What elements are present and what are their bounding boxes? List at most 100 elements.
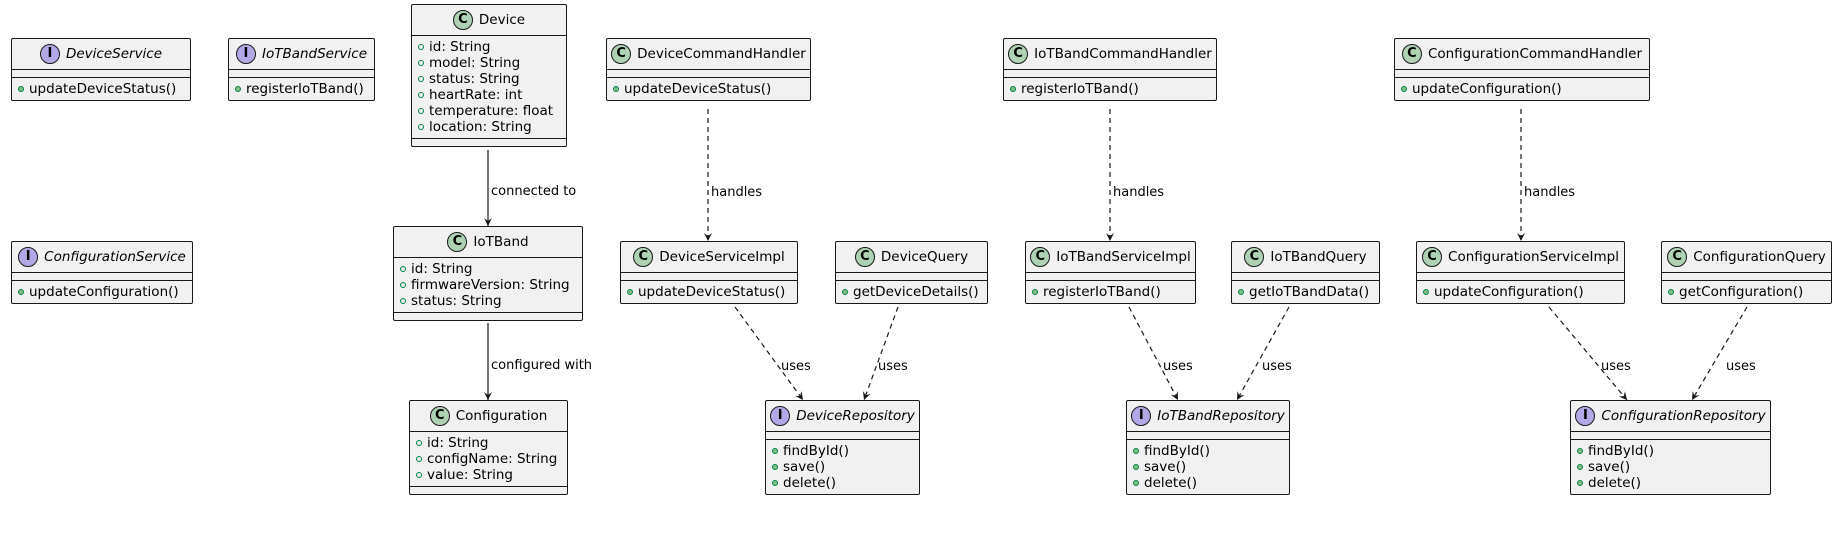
public-visibility-icon [418, 76, 424, 82]
methods-section: findById()save()delete() [1571, 439, 1770, 494]
field-row: location: String [418, 119, 560, 135]
public-visibility-icon [1238, 289, 1244, 295]
relation-label: uses [1163, 359, 1193, 374]
methods-section [394, 312, 582, 320]
field-row: temperature: float [418, 103, 560, 119]
class-name: IoTBandCommandHandler [1034, 46, 1212, 62]
interface-icon: I [235, 44, 256, 64]
field-text: configName: String [427, 451, 558, 467]
method-text: registerIoTBand() [246, 81, 364, 97]
method-text: findById() [1144, 443, 1210, 459]
field-text: status: String [429, 71, 520, 87]
public-visibility-icon [772, 464, 778, 470]
method-row: findById() [1577, 443, 1764, 459]
field-row: id: String [418, 39, 560, 55]
class-icon: C [447, 232, 468, 252]
field-text: firmwareVersion: String [411, 277, 570, 293]
methods-section: registerIoTBand() [229, 77, 374, 100]
field-text: status: String [411, 293, 502, 309]
public-visibility-icon [400, 282, 406, 288]
public-visibility-icon [416, 472, 422, 478]
public-visibility-icon [1577, 464, 1583, 470]
class-name: ConfigurationQuery [1693, 249, 1826, 265]
method-text: save() [1588, 459, 1631, 475]
class-icon: C [1667, 247, 1688, 267]
method-text: delete() [1144, 475, 1198, 491]
public-visibility-icon [18, 289, 24, 295]
class-name: DeviceService [65, 46, 163, 62]
class-name: IoTBand [473, 234, 529, 250]
class-name: Device [478, 12, 526, 28]
fields-section [1232, 272, 1379, 280]
class-icon: C [429, 406, 450, 426]
method-text: getConfiguration() [1679, 284, 1804, 300]
class-icon: C [854, 247, 875, 267]
field-text: heartRate: int [429, 87, 523, 103]
field-text: id: String [429, 39, 491, 55]
class-header: C ConfigurationQuery [1662, 242, 1831, 272]
class-configuration-query[interactable]: C ConfigurationQuery getConfiguration() [1661, 241, 1832, 304]
relation-label: uses [781, 359, 811, 374]
public-visibility-icon [1133, 448, 1139, 454]
field-row: heartRate: int [418, 87, 560, 103]
methods-section: findById()save()delete() [1127, 439, 1289, 494]
fields-section [836, 272, 987, 280]
method-text: findById() [1588, 443, 1654, 459]
relation-label: uses [878, 359, 908, 374]
method-text: updateConfiguration() [1412, 81, 1562, 97]
field-row: configName: String [416, 451, 561, 467]
relation-label: handles [1524, 185, 1576, 200]
relation-label: handles [1113, 185, 1165, 200]
class-device-query[interactable]: C DeviceQuery getDeviceDetails() [835, 241, 988, 304]
interface-icon: I [1131, 406, 1152, 426]
field-text: value: String [427, 467, 514, 483]
public-visibility-icon [418, 60, 424, 66]
methods-section: updateConfiguration() [1417, 280, 1624, 303]
public-visibility-icon [772, 480, 778, 486]
method-row: save() [772, 459, 913, 475]
method-text: getDeviceDetails() [853, 284, 979, 300]
method-row: findById() [1133, 443, 1283, 459]
class-name: IoTBandServiceImpl [1056, 249, 1191, 265]
public-visibility-icon [235, 86, 241, 92]
class-name: DeviceRepository [796, 408, 915, 424]
fields-section [766, 431, 919, 439]
class-name: DeviceQuery [880, 249, 969, 265]
method-text: findById() [783, 443, 849, 459]
method-text: updateConfiguration() [29, 284, 179, 300]
methods-section: updateDeviceStatus() [621, 280, 797, 303]
fields-section [1004, 69, 1216, 77]
public-visibility-icon [418, 108, 424, 114]
method-text: updateConfiguration() [1434, 284, 1584, 300]
method-text: registerIoTBand() [1021, 81, 1139, 97]
public-visibility-icon [627, 289, 633, 295]
interface-device-service[interactable]: I DeviceService updateDeviceStatus() [11, 38, 191, 101]
fields-section [1127, 431, 1289, 439]
interface-icon: I [18, 247, 39, 267]
method-row: updateDeviceStatus() [18, 81, 184, 97]
interface-icon: I [39, 44, 60, 64]
class-icon: C [1401, 44, 1422, 64]
